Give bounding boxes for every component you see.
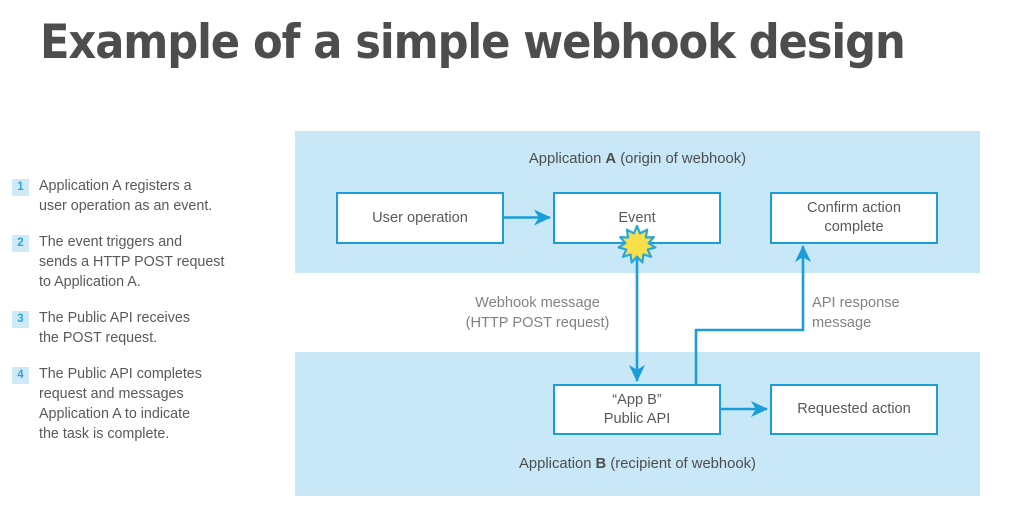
label-line1: Webhook message bbox=[475, 295, 600, 311]
step-line: The event triggers and bbox=[39, 234, 183, 250]
step-text: Application A registers a user operation… bbox=[39, 176, 274, 216]
step-number-badge: 2 bbox=[12, 235, 29, 252]
step-line: the POST request. bbox=[39, 330, 158, 346]
step-number-badge: 4 bbox=[12, 367, 29, 384]
node-user-operation[interactable]: User operation bbox=[336, 192, 504, 244]
step-line: sends a HTTP POST request bbox=[39, 254, 225, 270]
node-label: Confirm action complete bbox=[807, 199, 901, 237]
step-number-badge: 3 bbox=[12, 311, 29, 328]
node-label-line1: “App B” bbox=[612, 391, 662, 408]
panel-b-label: Application B (recipient of webhook) bbox=[295, 456, 980, 472]
panel-a-label-suffix: (origin of webhook) bbox=[616, 151, 747, 167]
step-line: user operation as an event. bbox=[39, 198, 213, 214]
panel-b-label-suffix: (recipient of webhook) bbox=[606, 456, 756, 472]
node-requested-action[interactable]: Requested action bbox=[770, 384, 938, 435]
step-line: Application A to indicate bbox=[39, 406, 191, 422]
label-api-response-message: API response message bbox=[812, 294, 972, 333]
step-text: The event triggers and sends a HTTP POST… bbox=[39, 232, 274, 292]
node-label-line2: Public API bbox=[603, 410, 671, 427]
node-label: Requested action bbox=[797, 401, 911, 417]
node-label: Event bbox=[618, 209, 656, 226]
panel-a-label-letter: A bbox=[605, 151, 617, 167]
node-label: User operation bbox=[372, 209, 468, 226]
node-public-api[interactable]: “App B” Public API bbox=[553, 384, 721, 435]
label-line2: message bbox=[812, 314, 872, 331]
starburst-icon bbox=[617, 224, 657, 264]
step-line: request and messages bbox=[39, 386, 184, 402]
label-webhook-message: Webhook message (HTTP POST request) bbox=[450, 294, 625, 333]
panel-b-label-prefix: Application bbox=[519, 456, 596, 472]
node-label-line2: complete bbox=[824, 219, 884, 235]
list-item: 3 The Public API receives the POST reque… bbox=[12, 308, 274, 348]
step-text: The Public API receives the POST request… bbox=[39, 308, 274, 348]
list-item: 4 The Public API completes request and m… bbox=[12, 364, 274, 444]
panel-a-label: Application A (origin of webhook) bbox=[295, 151, 980, 167]
step-line: the task is complete. bbox=[39, 426, 170, 442]
page-title: Example of a simple webhook design bbox=[40, 15, 906, 70]
step-line: Application A registers a bbox=[39, 178, 192, 194]
step-line: The Public API completes bbox=[39, 366, 202, 382]
steps-list: 1 Application A registers a user operati… bbox=[12, 176, 274, 460]
step-line: to Application A. bbox=[39, 274, 141, 290]
node-confirm-action[interactable]: Confirm action complete bbox=[770, 192, 938, 244]
panel-b-label-letter: B bbox=[595, 456, 607, 472]
step-text: The Public API completes request and mes… bbox=[39, 364, 274, 444]
list-item: 2 The event triggers and sends a HTTP PO… bbox=[12, 232, 274, 292]
label-line2: (HTTP POST request) bbox=[465, 314, 610, 331]
node-label-line1: Confirm action bbox=[806, 200, 902, 216]
panel-a-label-prefix: Application bbox=[528, 151, 606, 167]
step-line: The Public API receives bbox=[39, 310, 190, 326]
step-number-badge: 1 bbox=[12, 179, 29, 196]
node-label: “App B” Public API bbox=[604, 391, 671, 429]
list-item: 1 Application A registers a user operati… bbox=[12, 176, 274, 216]
label-line1: API response bbox=[812, 295, 900, 311]
